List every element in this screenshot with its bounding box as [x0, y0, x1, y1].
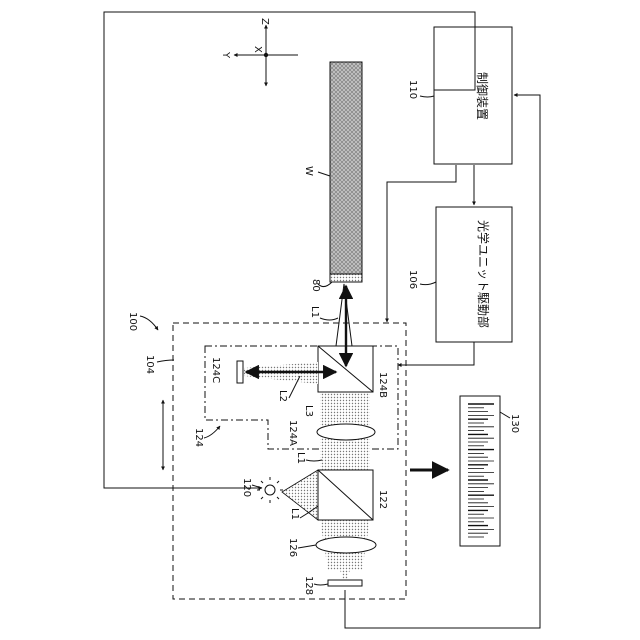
ref-104-label: 104: [144, 355, 155, 374]
beam-l2-label: L2: [277, 390, 288, 402]
wafer-film-80: [330, 274, 362, 282]
signal-line-controller-to-unit: [387, 165, 456, 322]
wafer-label: W: [303, 166, 314, 176]
ref-130-leader: [500, 412, 510, 418]
detector-128: [328, 580, 362, 586]
light-source-120: [257, 477, 283, 503]
signal-line-controller-to-light: [104, 12, 475, 488]
ref-110-label: 110: [407, 80, 418, 99]
ref-106-label: 106: [407, 270, 418, 289]
axis-indicator: [234, 25, 298, 86]
axis-y-label: Y: [220, 51, 231, 59]
axis-x-label: X: [252, 46, 263, 53]
control-device-box: [434, 27, 512, 164]
beam-l1-low-label: L1: [289, 508, 300, 520]
ref-126-leader: [298, 545, 316, 548]
ref-124b-label: 124B: [377, 372, 388, 398]
ref-122-label: 122: [377, 490, 388, 509]
ref-130-label: 130: [509, 414, 520, 433]
ref-100-leader: [140, 316, 158, 330]
ref-126-label: 126: [287, 538, 298, 557]
axis-z-label: Z: [259, 18, 270, 25]
ref-128-label: 128: [303, 576, 314, 595]
lens-126: [316, 537, 376, 553]
wafer-w: [330, 62, 362, 276]
ref-124-label: 124: [193, 428, 204, 447]
ref-100-label: 100: [127, 312, 138, 331]
lens-124a: [317, 424, 375, 440]
reference-mirror-124c: [237, 361, 243, 383]
control-device-label: 制御装置: [475, 72, 490, 120]
signal-line-drive-to-unit: [398, 342, 474, 365]
axis-origin-dot: [264, 53, 268, 57]
ref-124c-label: 124C: [210, 357, 221, 383]
optical-drive-box: [436, 207, 512, 342]
ref-106-leader: [420, 282, 436, 285]
ref-128-leader: [314, 584, 328, 585]
ref-104-leader: [157, 360, 174, 362]
optical-drive-label: 光学ユニット駆動部: [476, 220, 491, 328]
ref-110-leader: [420, 96, 434, 97]
ref-120-label: 120: [241, 478, 252, 497]
beam-l1-mid-label: L1: [295, 452, 306, 464]
wafer-leader: [318, 172, 330, 176]
ref-124a-label: 124A: [287, 420, 298, 446]
beam-l3-label: L3: [303, 405, 314, 417]
beam-l1-mid-leader: [306, 460, 322, 461]
beam-l1-top-label: L1: [309, 306, 320, 318]
ref-124-leader: [204, 426, 220, 438]
